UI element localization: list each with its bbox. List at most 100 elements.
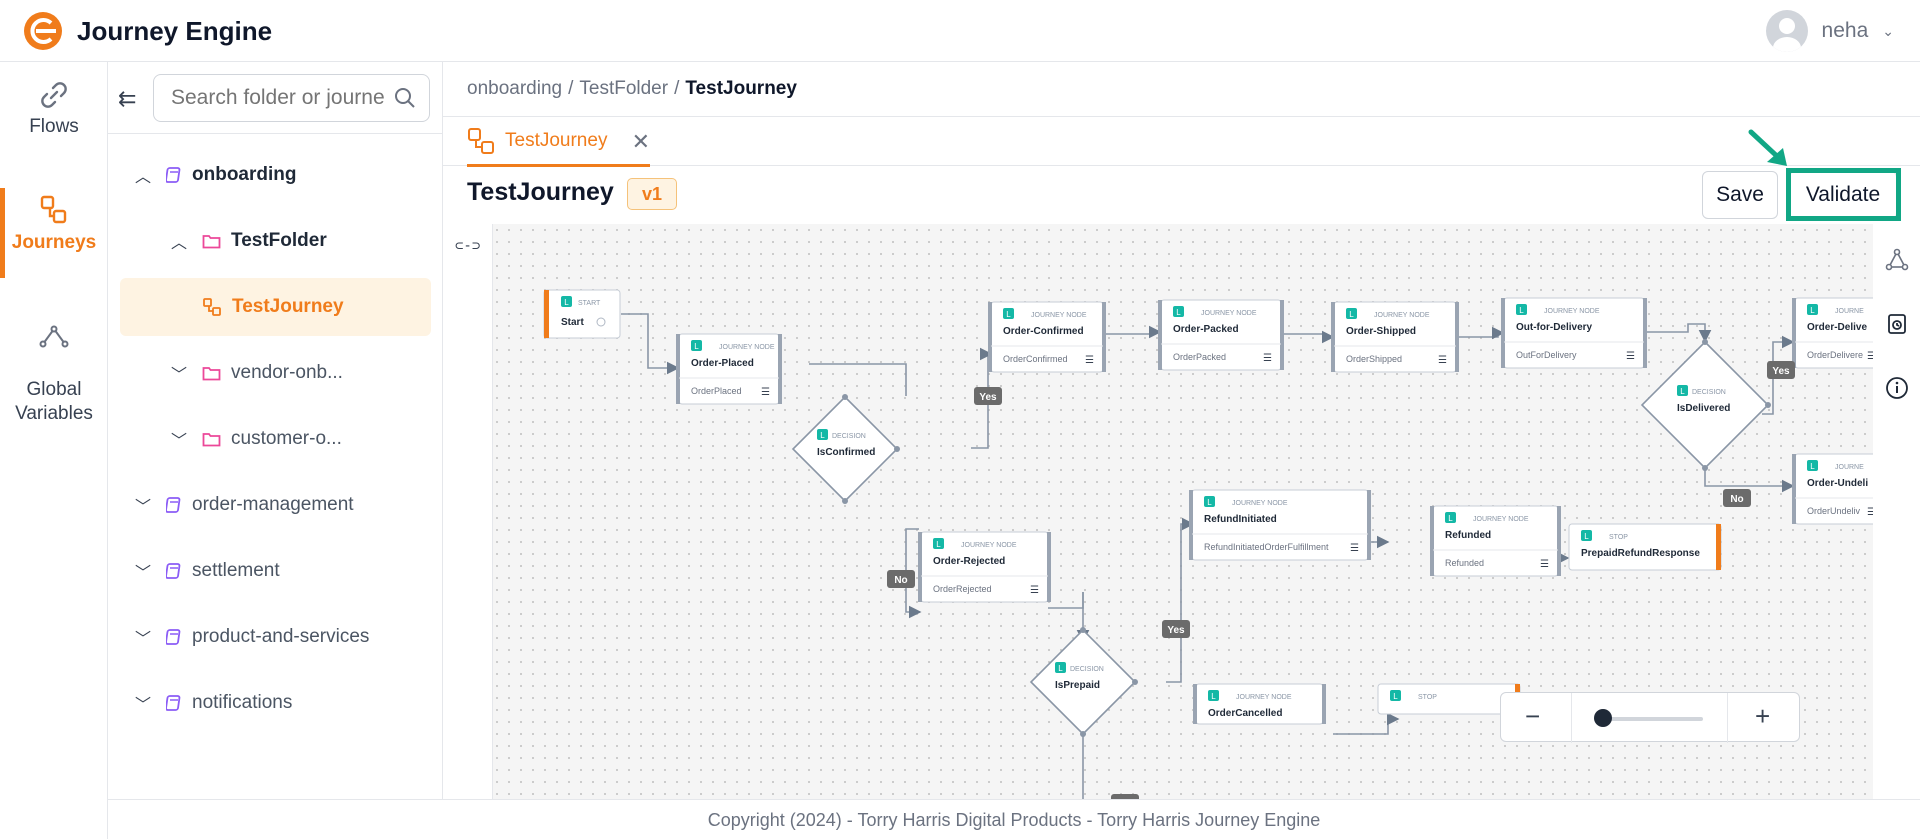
node-badge: L — [1176, 308, 1181, 317]
tree-item-customer-o[interactable]: ﹀ customer-o... — [108, 410, 443, 468]
folder-icon — [202, 235, 221, 249]
close-icon[interactable]: ✕ — [631, 129, 650, 154]
tree-item-settlement[interactable]: ﹀ settlement — [108, 542, 443, 600]
chevron-down-icon[interactable]: ⌄ — [1882, 22, 1894, 39]
validate-button[interactable]: Validate — [1789, 171, 1897, 219]
folder-icon — [202, 367, 221, 381]
collapse-panel-icon[interactable]: ⇇ — [118, 86, 137, 111]
chevron-down-icon[interactable]: ﹀ — [170, 433, 187, 450]
rail-item-journeys[interactable]: Journeys — [0, 188, 108, 278]
chevron-down-icon[interactable]: ﹀ — [134, 499, 151, 516]
breadcrumb-item[interactable]: TestFolder — [579, 78, 669, 99]
node-kind: DECISION — [1692, 389, 1726, 396]
node-badge: L — [1810, 306, 1815, 315]
list-icon: ☰ — [761, 387, 770, 398]
journey-icon — [468, 127, 494, 154]
edge-label-no: No — [1730, 494, 1743, 505]
svg-text:L: L — [564, 298, 569, 307]
project-icon — [166, 629, 181, 645]
list-icon: ☰ — [1540, 559, 1549, 570]
chevron-down-icon[interactable]: ﹀ — [134, 565, 151, 582]
zoom-slider-track[interactable] — [1601, 717, 1703, 721]
node-kind: DECISION — [1070, 666, 1104, 673]
link-icon — [41, 82, 67, 108]
tree-item-order-management[interactable]: ﹀ order-management — [108, 476, 443, 534]
tree-item-testfolder[interactable]: ︿ TestFolder — [108, 212, 443, 270]
node-name: OrderCancelled — [1208, 708, 1282, 719]
project-icon — [166, 695, 181, 711]
validate-highlight-box — [1786, 168, 1901, 221]
history-icon[interactable] — [1885, 312, 1909, 336]
info-icon[interactable] — [1885, 376, 1909, 400]
list-icon: ☰ — [1867, 507, 1873, 518]
tree-item-label: notifications — [192, 692, 293, 713]
node-name: IsDelivered — [1677, 403, 1730, 414]
app-header: Journey Engine neha ⌄ — [0, 0, 1920, 62]
rail-label-journeys: Journeys — [11, 232, 97, 253]
node-name: Order-Rejected — [933, 556, 1005, 567]
connect-icon[interactable]: ⊂-⊃ — [455, 238, 481, 254]
project-icon — [166, 563, 181, 579]
user-menu[interactable]: neha ⌄ — [1765, 10, 1894, 52]
node-badge: L — [1448, 514, 1453, 523]
chevron-down-icon[interactable]: ﹀ — [134, 697, 151, 714]
tab-testjourney[interactable]: TestJourney ✕ — [467, 117, 650, 167]
tree-item-label: TestFolder — [231, 230, 327, 251]
chevron-down-icon[interactable]: ﹀ — [170, 367, 187, 384]
canvas-toolbar-left: ⊂-⊃ — [443, 224, 493, 799]
breadcrumb-item[interactable]: onboarding — [467, 78, 563, 99]
pointer-arrow-icon — [1748, 129, 1787, 166]
tree-item-testjourney[interactable]: TestJourney — [120, 278, 431, 336]
chevron-up-icon[interactable]: ︿ — [170, 235, 187, 252]
zoom-out-button[interactable]: − — [1525, 701, 1541, 731]
chevron-up-icon[interactable]: ︿ — [134, 169, 151, 186]
node-kind: JOURNE — [1835, 308, 1864, 315]
app-title: Journey Engine — [77, 16, 273, 46]
tab-label: TestJourney — [505, 129, 608, 151]
node-name: Order-Delive — [1807, 322, 1867, 333]
list-icon: ☰ — [1438, 355, 1447, 366]
right-toolbar — [1873, 224, 1920, 799]
nodes-icon[interactable] — [1885, 248, 1909, 272]
node-kind: JOURNEY NODE — [719, 344, 775, 351]
tree-item-product-and-services[interactable]: ﹀ product-and-services — [108, 608, 443, 666]
tree-item-vendor-onb[interactable]: ﹀ vendor-onb... — [108, 344, 443, 402]
list-icon: ☰ — [1263, 353, 1272, 364]
node-kind: JOURNEY NODE — [1544, 308, 1600, 315]
chevron-down-icon[interactable]: ﹀ — [134, 631, 151, 648]
node-sub: OrderPlaced — [691, 386, 742, 396]
node-sub: OrderDelivere — [1807, 350, 1863, 360]
save-button[interactable]: Save — [1702, 171, 1778, 219]
node-kind: JOURNEY NODE — [1473, 516, 1529, 523]
avatar[interactable] — [1765, 10, 1808, 52]
node-kind: STOP — [1609, 534, 1628, 541]
tree-item-label: settlement — [192, 560, 280, 581]
node-badge: L — [1058, 664, 1063, 673]
edge-label-yes: Yes — [1772, 366, 1790, 377]
list-icon: ☰ — [1030, 585, 1039, 596]
node-name: Order-Shipped — [1346, 326, 1416, 337]
node-badge: L — [1393, 692, 1398, 701]
node-kind: JOURNEY NODE — [1031, 312, 1087, 319]
node-sub: OrderPacked — [1173, 352, 1226, 362]
tree-item-label: customer-o... — [231, 428, 342, 449]
username[interactable]: neha — [1821, 19, 1869, 42]
folder-tree-panel: ⇇ ︿ onboarding ︿ TestFolder TestJourney … — [108, 62, 443, 839]
zoom-in-button[interactable]: + — [1755, 701, 1771, 731]
search-icon[interactable] — [394, 87, 416, 109]
zoom-slider-handle[interactable] — [1594, 709, 1612, 727]
tree-item-notifications[interactable]: ﹀ notifications — [108, 674, 443, 732]
rail-item-flows[interactable]: Flows — [0, 80, 108, 138]
node-sub: Refunded — [1445, 558, 1484, 568]
tree-item-onboarding[interactable]: ︿ onboarding — [108, 146, 443, 204]
rail-item-global-variables[interactable]: Global Variables — [0, 300, 108, 426]
node-kind: JOURNEY NODE — [1236, 694, 1292, 701]
search-input[interactable] — [153, 74, 430, 122]
node-kind: STOP — [1418, 694, 1437, 701]
